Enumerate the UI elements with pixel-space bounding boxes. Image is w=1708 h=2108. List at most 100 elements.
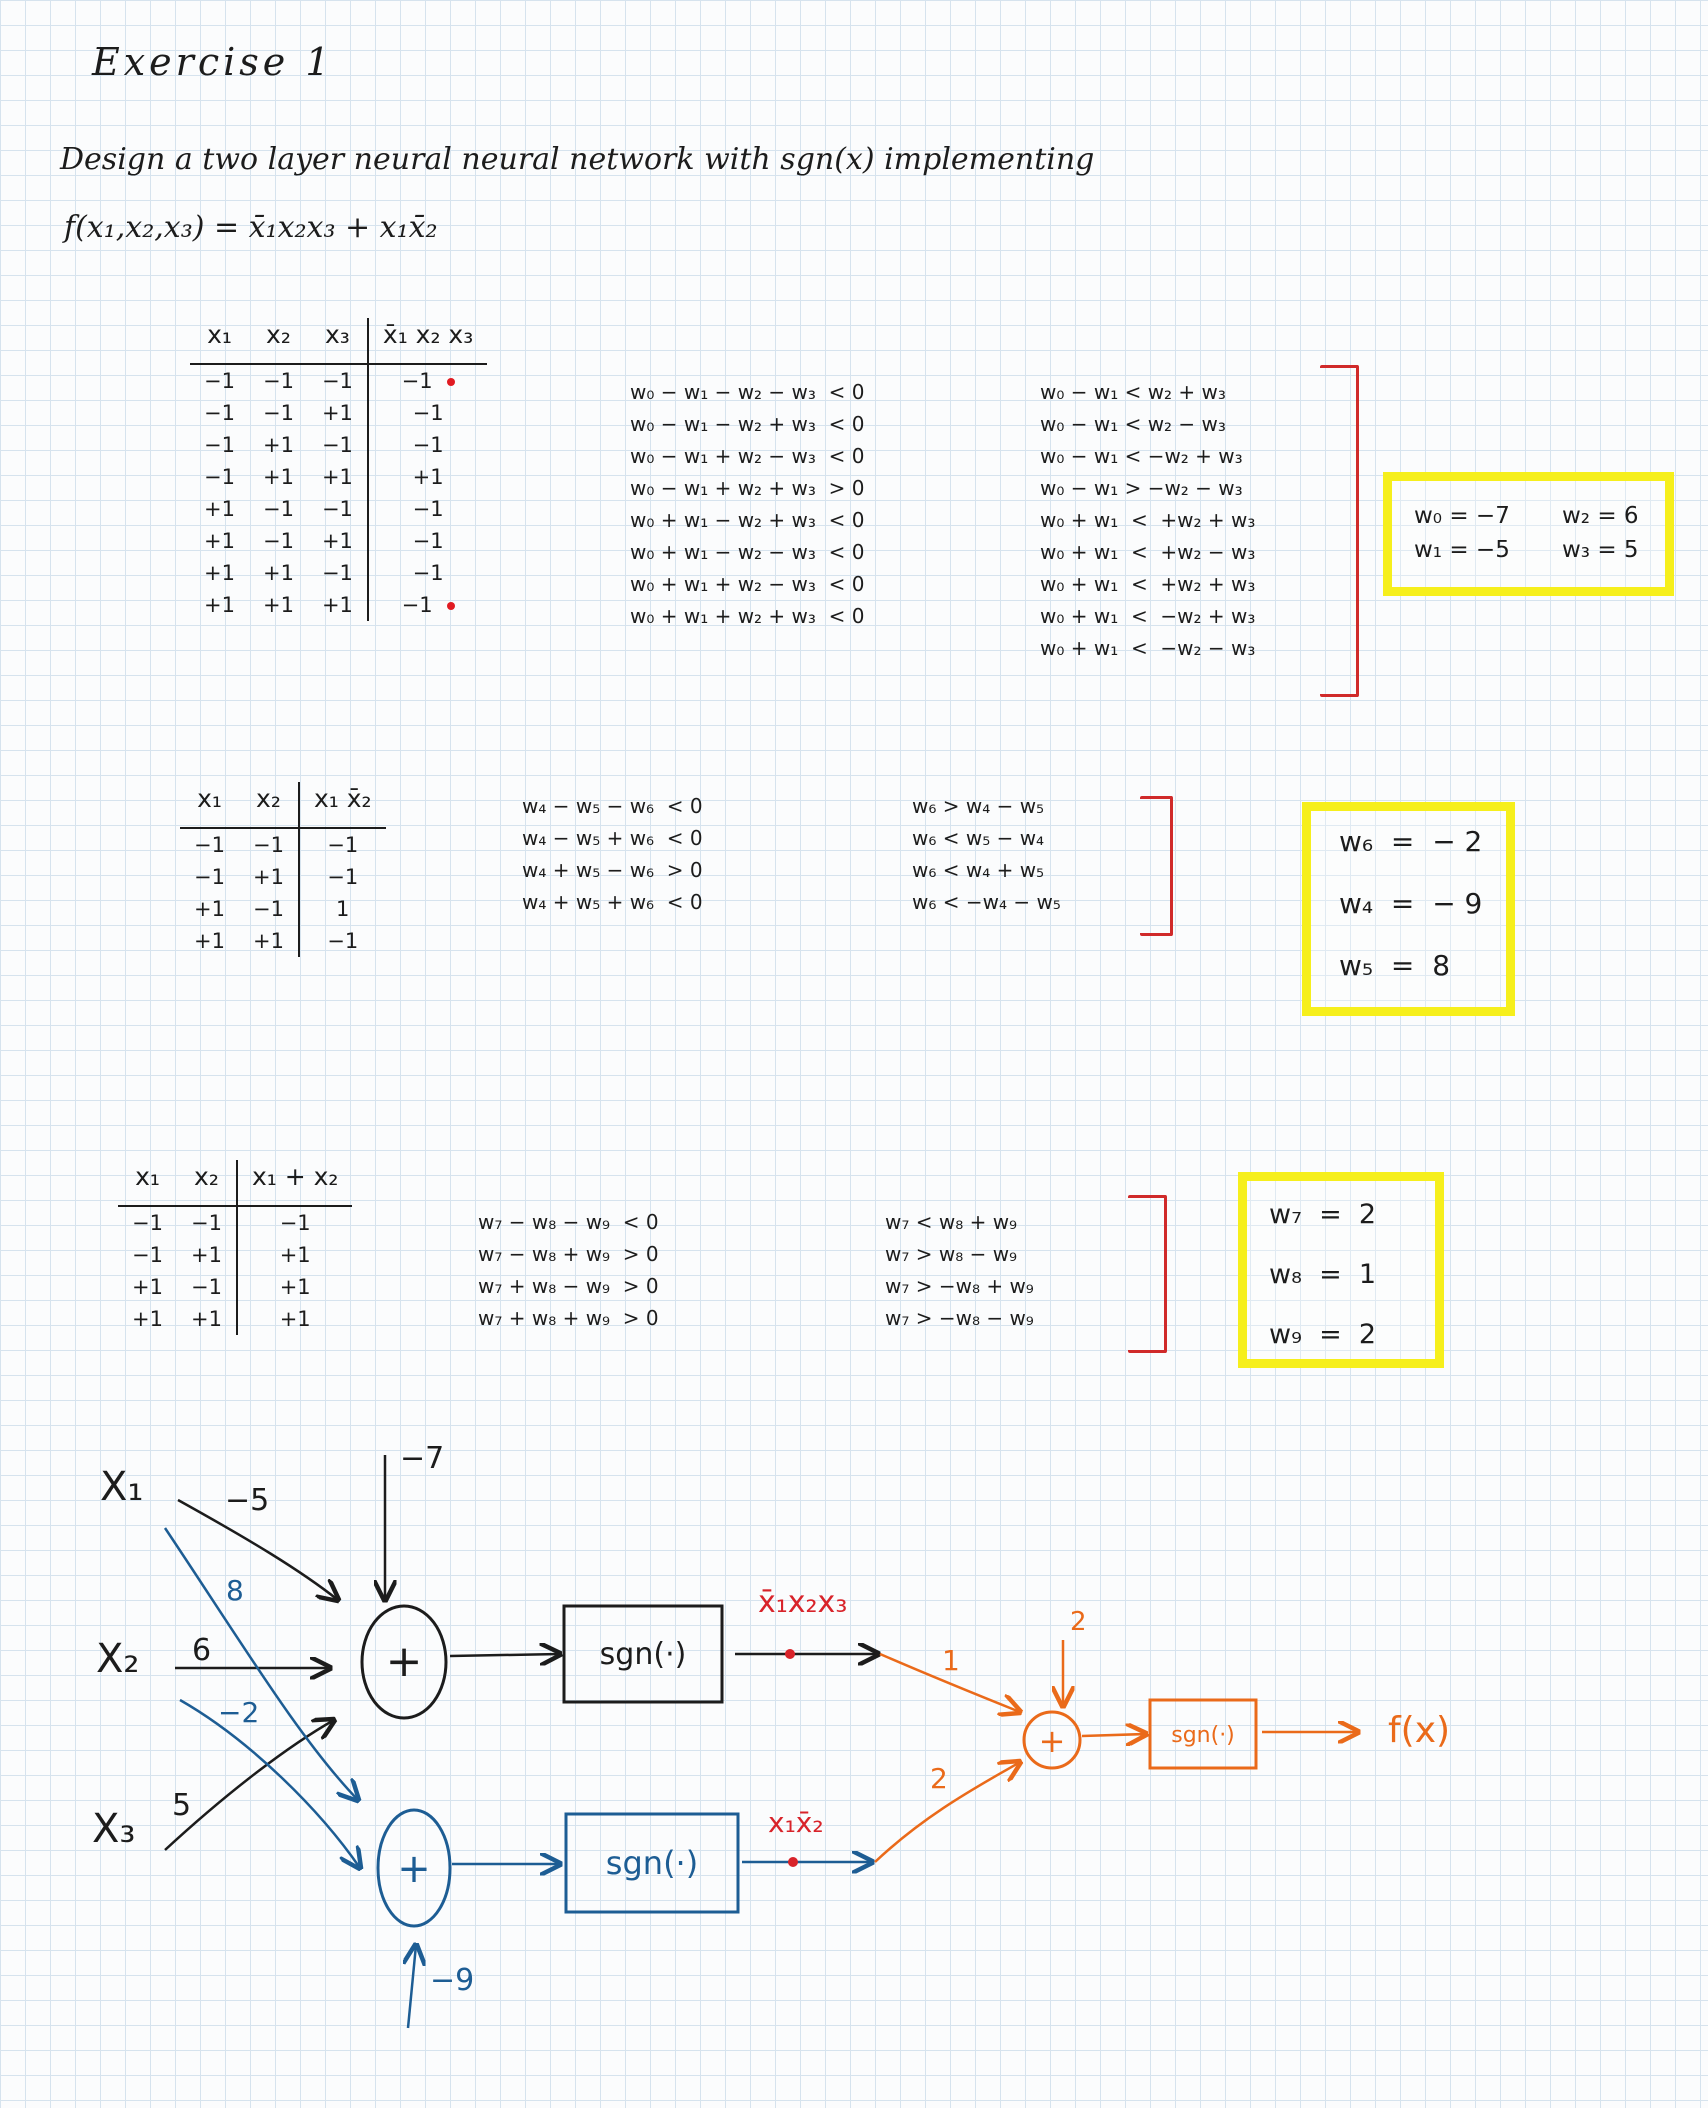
inequality: w₀ + w₁ < +w₂ − w₃ [1040, 540, 1256, 564]
col-header: x₁ + x₂ [235, 1160, 353, 1207]
solution-box-2: w₆ = − 2 w₄ = − 9 w₅ = 8 [1302, 802, 1515, 1016]
sgn-label-out: sgn(·) [1171, 1723, 1235, 1748]
table-cell: +1 [194, 897, 225, 921]
inequality: w₀ − w₁ < w₂ + w₃ [1040, 380, 1226, 404]
marker-dot [446, 602, 455, 610]
weight-w3: 5 [172, 1788, 191, 1823]
edge-sum-to-sgn-out [1081, 1734, 1146, 1736]
table-cell: −1 [262, 369, 294, 393]
inequality: w₆ < w₅ − w₄ [912, 826, 1045, 850]
table-cell: −1 [204, 401, 235, 425]
table-row: −1−1−1 [180, 828, 386, 861]
table-cell: −1 [190, 1211, 222, 1235]
target-function: f(x₁,x₂,x₃) = x̄₁x₂x₃ + x₁x̄₂ [64, 210, 438, 245]
table-cell: +1 [194, 929, 225, 953]
red-bracket [1140, 796, 1173, 936]
bias-bottom-edge [408, 1945, 416, 2029]
edge-x2-bottom [179, 1698, 360, 1868]
edge-hidden-bottom-to-out [874, 1762, 1020, 1863]
table-cell: −1 [321, 497, 353, 521]
truth-table-3-header: x₁ x₂ x₁ + x₂ [118, 1160, 353, 1207]
table-cell: +1 [204, 561, 235, 585]
table-row: −1+1+1 [118, 1239, 353, 1271]
table-cell: +1 [204, 593, 235, 617]
inequality: w₀ + w₁ + w₂ + w₃ < 0 [630, 604, 865, 628]
inequality: w₀ − w₁ < w₂ − w₃ [1040, 412, 1226, 436]
table-cell: −1 [366, 493, 488, 525]
table-cell: −1 [204, 433, 235, 457]
solution-value: w₄ = − 9 [1339, 887, 1483, 920]
inequality: w₄ − w₅ − w₆ < 0 [522, 794, 703, 818]
sgn-label-top: sgn(·) [600, 1637, 687, 1672]
bias-top-label: −7 [400, 1441, 444, 1476]
table-cell: +1 [321, 465, 353, 489]
inequality: w₀ − w₁ > −w₂ − w₃ [1040, 476, 1243, 500]
table-row: −1+1+1+1 [190, 461, 488, 493]
output-cell: −1 [366, 589, 488, 621]
edge-sum-to-sgn-top [449, 1654, 560, 1656]
inequality: w₄ + w₅ + w₆ < 0 [522, 890, 703, 914]
inequality: w₇ < w₈ + w₉ [885, 1210, 1018, 1234]
table-cell: +1 [262, 593, 294, 617]
col-header: x₁ x̄₂ [297, 782, 386, 829]
weight-w2: 6 [192, 1633, 211, 1668]
inequalities-3: w₇ − w₈ − w₉ < 0 w₇ − w₈ + w₉ > 0 w₇ + w… [478, 1206, 659, 1334]
col-header: x̄₁ x₂ x₃ [366, 318, 488, 365]
inequality: w₇ + w₈ − w₉ > 0 [478, 1274, 659, 1298]
output-cell: −1 [366, 364, 488, 397]
rearranged-3: w₇ < w₈ + w₉ w₇ > w₈ − w₉ w₇ > −w₈ + w₉ … [885, 1206, 1034, 1334]
table-cell: −1 [366, 397, 488, 429]
table-cell: +1 [235, 1303, 353, 1335]
out-weight-w7: 1 [942, 1644, 960, 1677]
table-row: −1−1−1−1 [190, 364, 488, 397]
table-cell: −1 [194, 865, 225, 889]
table-cell: +1 [321, 401, 353, 425]
inequality: w₀ − w₁ < −w₂ + w₃ [1040, 444, 1243, 468]
inequality: w₀ + w₁ < +w₂ + w₃ [1040, 572, 1256, 596]
table-cell: +1 [190, 1243, 222, 1267]
edge-x1-bottom [163, 1527, 358, 1800]
table-cell: +1 [252, 929, 284, 953]
table-cell: −1 [366, 429, 488, 461]
weight-w1: −5 [225, 1483, 269, 1518]
table-cell: −1 [262, 401, 294, 425]
col-header: x₁ [190, 318, 249, 365]
truth-table-2-header: x₁ x₂ x₁ x̄₂ [180, 782, 386, 829]
truth-table-3: x₁ x₂ x₁ + x₂ −1−1−1 −1+1+1 +1−1+1 +1+1+… [118, 1160, 353, 1335]
edge-hidden-top-to-out [879, 1652, 1020, 1712]
table-cell: −1 [297, 861, 386, 893]
truth-table-1: x₁ x₂ x₃ x̄₁ x₂ x₃ −1−1−1−1 −1−1+1−1 −1+… [190, 318, 488, 621]
hidden-bottom-dot [788, 1857, 798, 1867]
input-x1-label: X₁ [100, 1464, 143, 1510]
cell-value: −1 [401, 369, 433, 393]
table-row: +1−1+1 [118, 1271, 353, 1303]
table-cell: −1 [321, 561, 353, 585]
col-header: x₂ [238, 782, 299, 829]
solution-value: w₆ = − 2 [1339, 825, 1483, 858]
input-x2-label: X₂ [96, 1636, 139, 1682]
out-weight-w8: 2 [930, 1762, 948, 1795]
table-row: −1+1−1 [180, 861, 386, 893]
inequality: w₀ + w₁ < −w₂ − w₃ [1040, 636, 1256, 660]
inequality: w₄ − w₅ + w₆ < 0 [522, 826, 703, 850]
table-cell: +1 [262, 465, 294, 489]
table-cell: +1 [262, 433, 294, 457]
table-row: −1 −1 +1 −1 [190, 397, 488, 429]
col-header: x₂ [176, 1160, 237, 1207]
table-cell: −1 [252, 897, 284, 921]
table-cell: −1 [366, 525, 488, 557]
table-cell: −1 [132, 1211, 163, 1235]
table-cell: −1 [262, 529, 294, 553]
sgn-box-bottom [564, 1812, 740, 1914]
table-row: +1+1+1−1 [190, 589, 488, 621]
edge-x1-top [177, 1498, 338, 1600]
solution-value: w₅ = 8 [1339, 949, 1451, 982]
table-cell: −1 [297, 828, 386, 861]
inequality: w₀ + w₁ + w₂ − w₃ < 0 [630, 572, 865, 596]
weight-w5: −2 [218, 1696, 259, 1729]
table-cell: +1 [190, 1307, 222, 1331]
col-header: x₁ [118, 1160, 177, 1207]
inequality: w₇ > −w₈ + w₉ [885, 1274, 1034, 1298]
